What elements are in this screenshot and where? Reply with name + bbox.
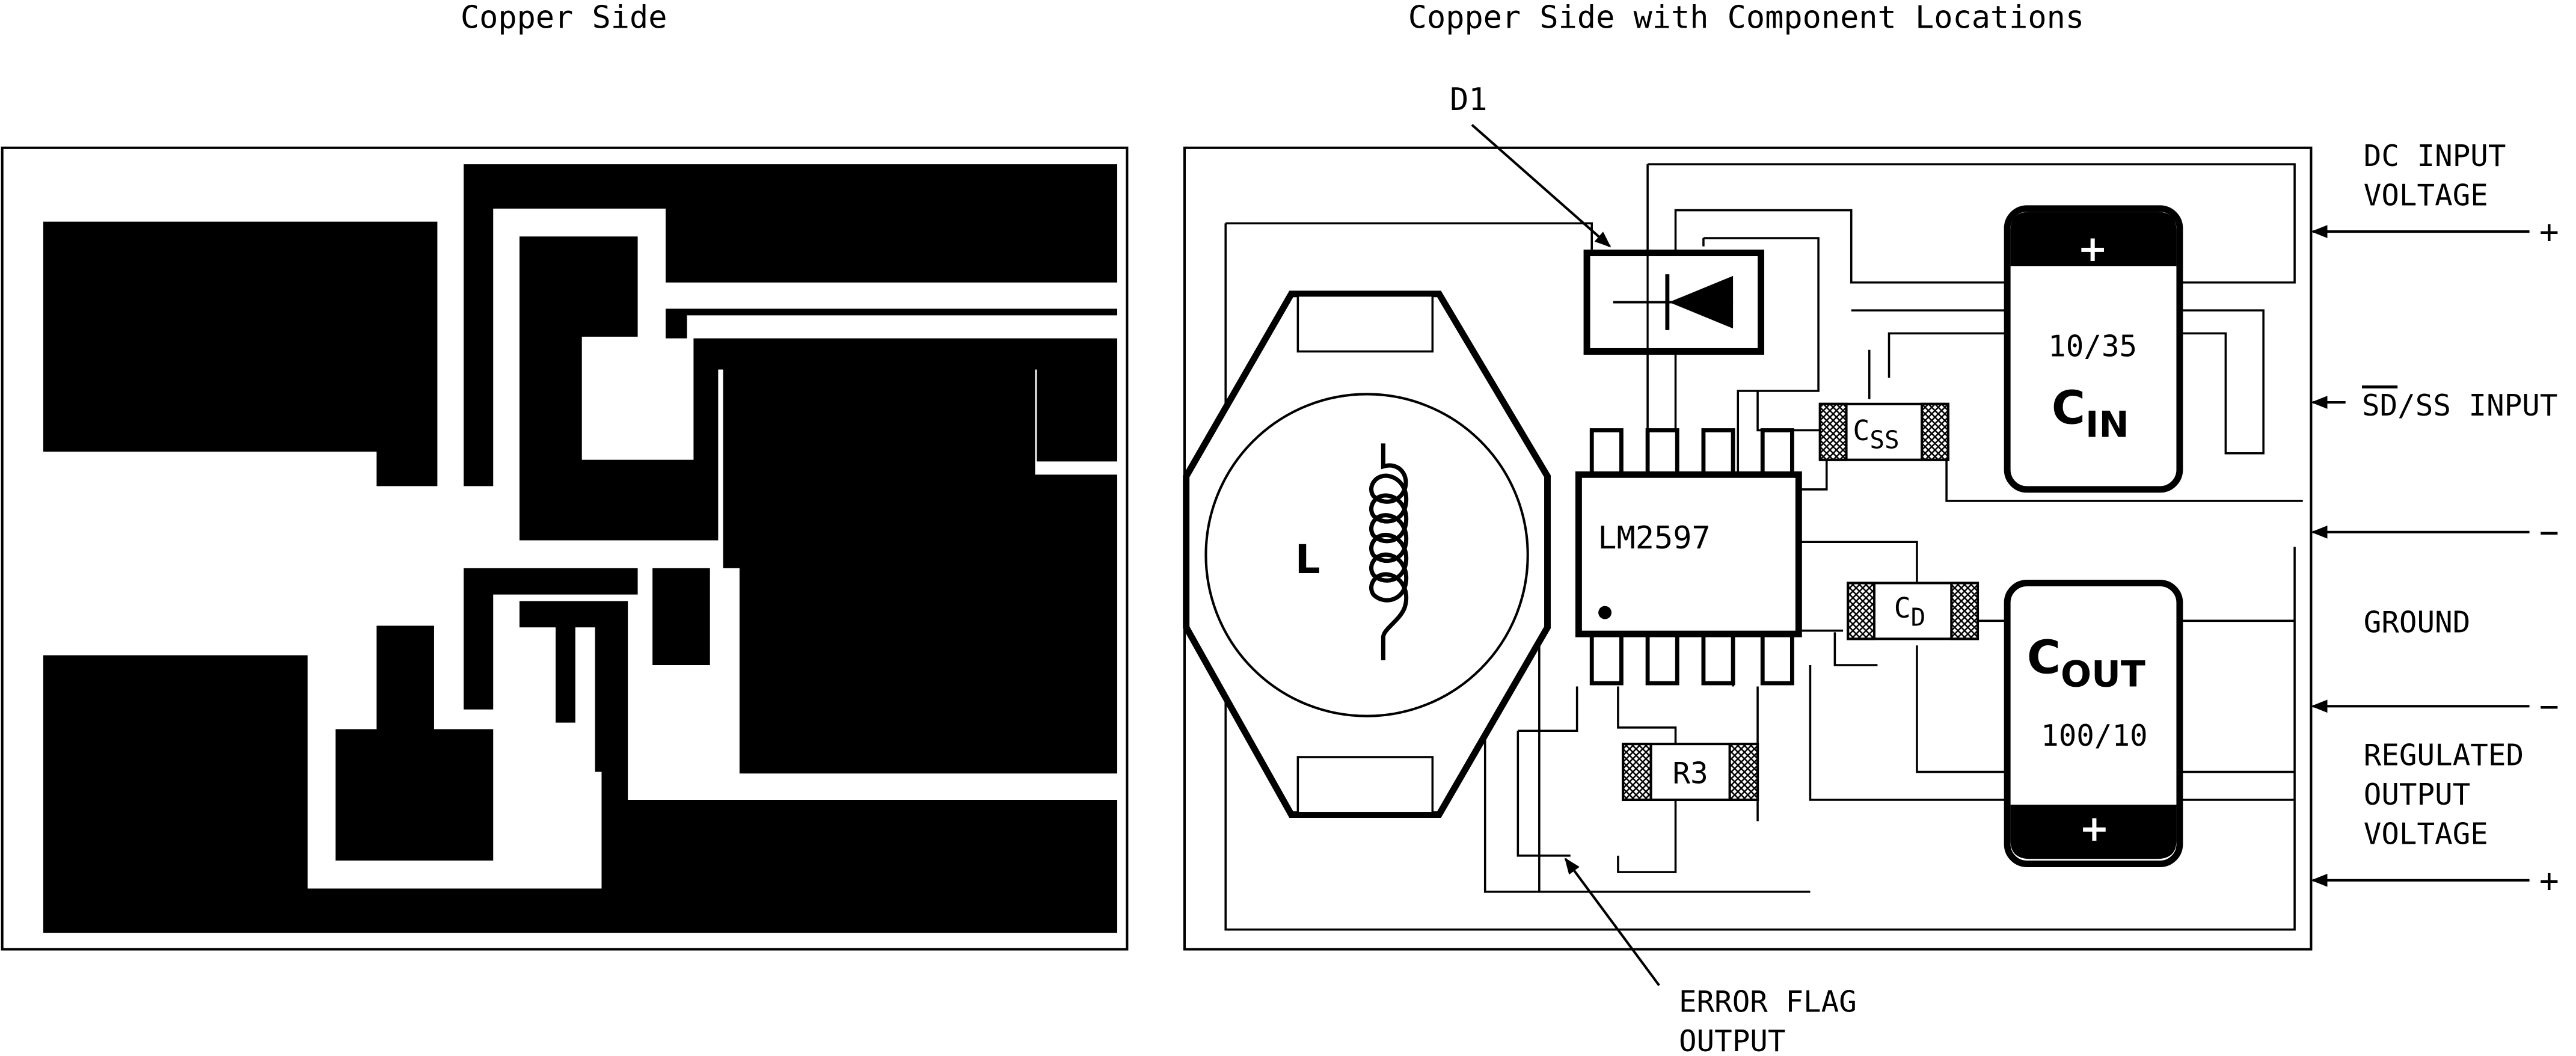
copper-traces [43,164,1117,933]
cout-value: 100/10 [2041,718,2148,753]
cout-plus-icon: + [2079,808,2109,850]
dc-input-label-1: DC INPUT [2364,138,2506,173]
capacitor-cin: + 10/35 CIN [2004,205,2183,493]
ic-pins-top [1589,428,1794,479]
inductor-l: L [1183,290,1551,818]
diode-arrow-icon [1669,275,1734,329]
copper-trace-switch [519,236,1117,541]
ic-label: LM2597 [1598,520,1710,556]
copper-trace-fork-2 [519,601,628,772]
copper-trace-top [464,164,1117,487]
cin-label: CIN [2052,382,2129,446]
right-panel-title: Copper Side with Component Locations [1408,0,2084,35]
pin-labels: DC INPUT VOLTAGE + SD/SS INPUT − GROUND … [1679,138,2559,1056]
resistor-r3: R3 [1622,743,1759,802]
error-flag-label-2: OUTPUT [1679,1024,1786,1056]
cin-polarity-band [2010,212,2177,266]
ground-minus-2: − [2539,687,2559,725]
ic-body [1575,471,1802,637]
r3-label: R3 [1672,756,1708,791]
copper-pad-input [43,221,438,487]
ic-lm2597: LM2597 [1575,428,1802,686]
cout-polarity-band [2010,805,2177,859]
error-flag-arrow [1564,858,1660,986]
copper-pad-ground-a [336,625,494,861]
cd-label: CD [1894,592,1926,632]
copper-pad-small [652,568,710,666]
dc-input-plus: + [2539,212,2559,251]
copper-pad-ground [43,655,1117,933]
capacitor-cout: + COUT 100/10 [2004,580,2183,867]
component-side-panel: L D1 [1183,82,2559,1056]
cout-body [2004,580,2183,867]
capacitor-css: CSS [1818,402,1949,461]
pin-arrows [1564,225,2530,986]
diode-d1: D1 [1450,82,1764,355]
inductor-label: L [1295,537,1320,583]
copper-trace-mid [665,309,1117,339]
dc-input-label-2: VOLTAGE [2364,177,2488,212]
error-flag-label-1: ERROR FLAG [1679,984,1857,1019]
d1-pointer [1471,124,1612,248]
pin1-dot [1598,606,1612,619]
regulated-label-2: OUTPUT [2364,777,2471,812]
cin-body [2004,205,2183,493]
regulated-label-1: REGULATED [2364,738,2524,773]
coil-icon [1369,443,1409,660]
sd-ss-input-label: SD/SS INPUT [2362,388,2557,423]
board-outline [1,146,1129,951]
ground-minus-1: − [2539,513,2559,551]
copper-trace-fork [464,568,638,710]
regulated-plus: + [2539,861,2559,900]
capacitor-cd: CD [1847,582,1980,640]
regulated-label-3: VOLTAGE [2364,817,2488,852]
copper-side-panel [1,146,1129,951]
inductor-pad-bottom [1296,756,1434,814]
inductor-core [1204,393,1529,717]
ic-pins-bottom [1589,631,1794,686]
cout-label: COUT [2027,631,2145,696]
cin-plus-icon: + [2078,228,2108,270]
css-label: CSS [1853,414,1899,455]
inductor-pad-top [1296,294,1434,353]
d1-label: D1 [1450,82,1487,118]
copper-pad-output [723,367,1117,774]
cin-value: 10/35 [2048,329,2137,364]
ground-label: GROUND [2364,604,2471,639]
left-panel-title: Copper Side [461,0,667,35]
